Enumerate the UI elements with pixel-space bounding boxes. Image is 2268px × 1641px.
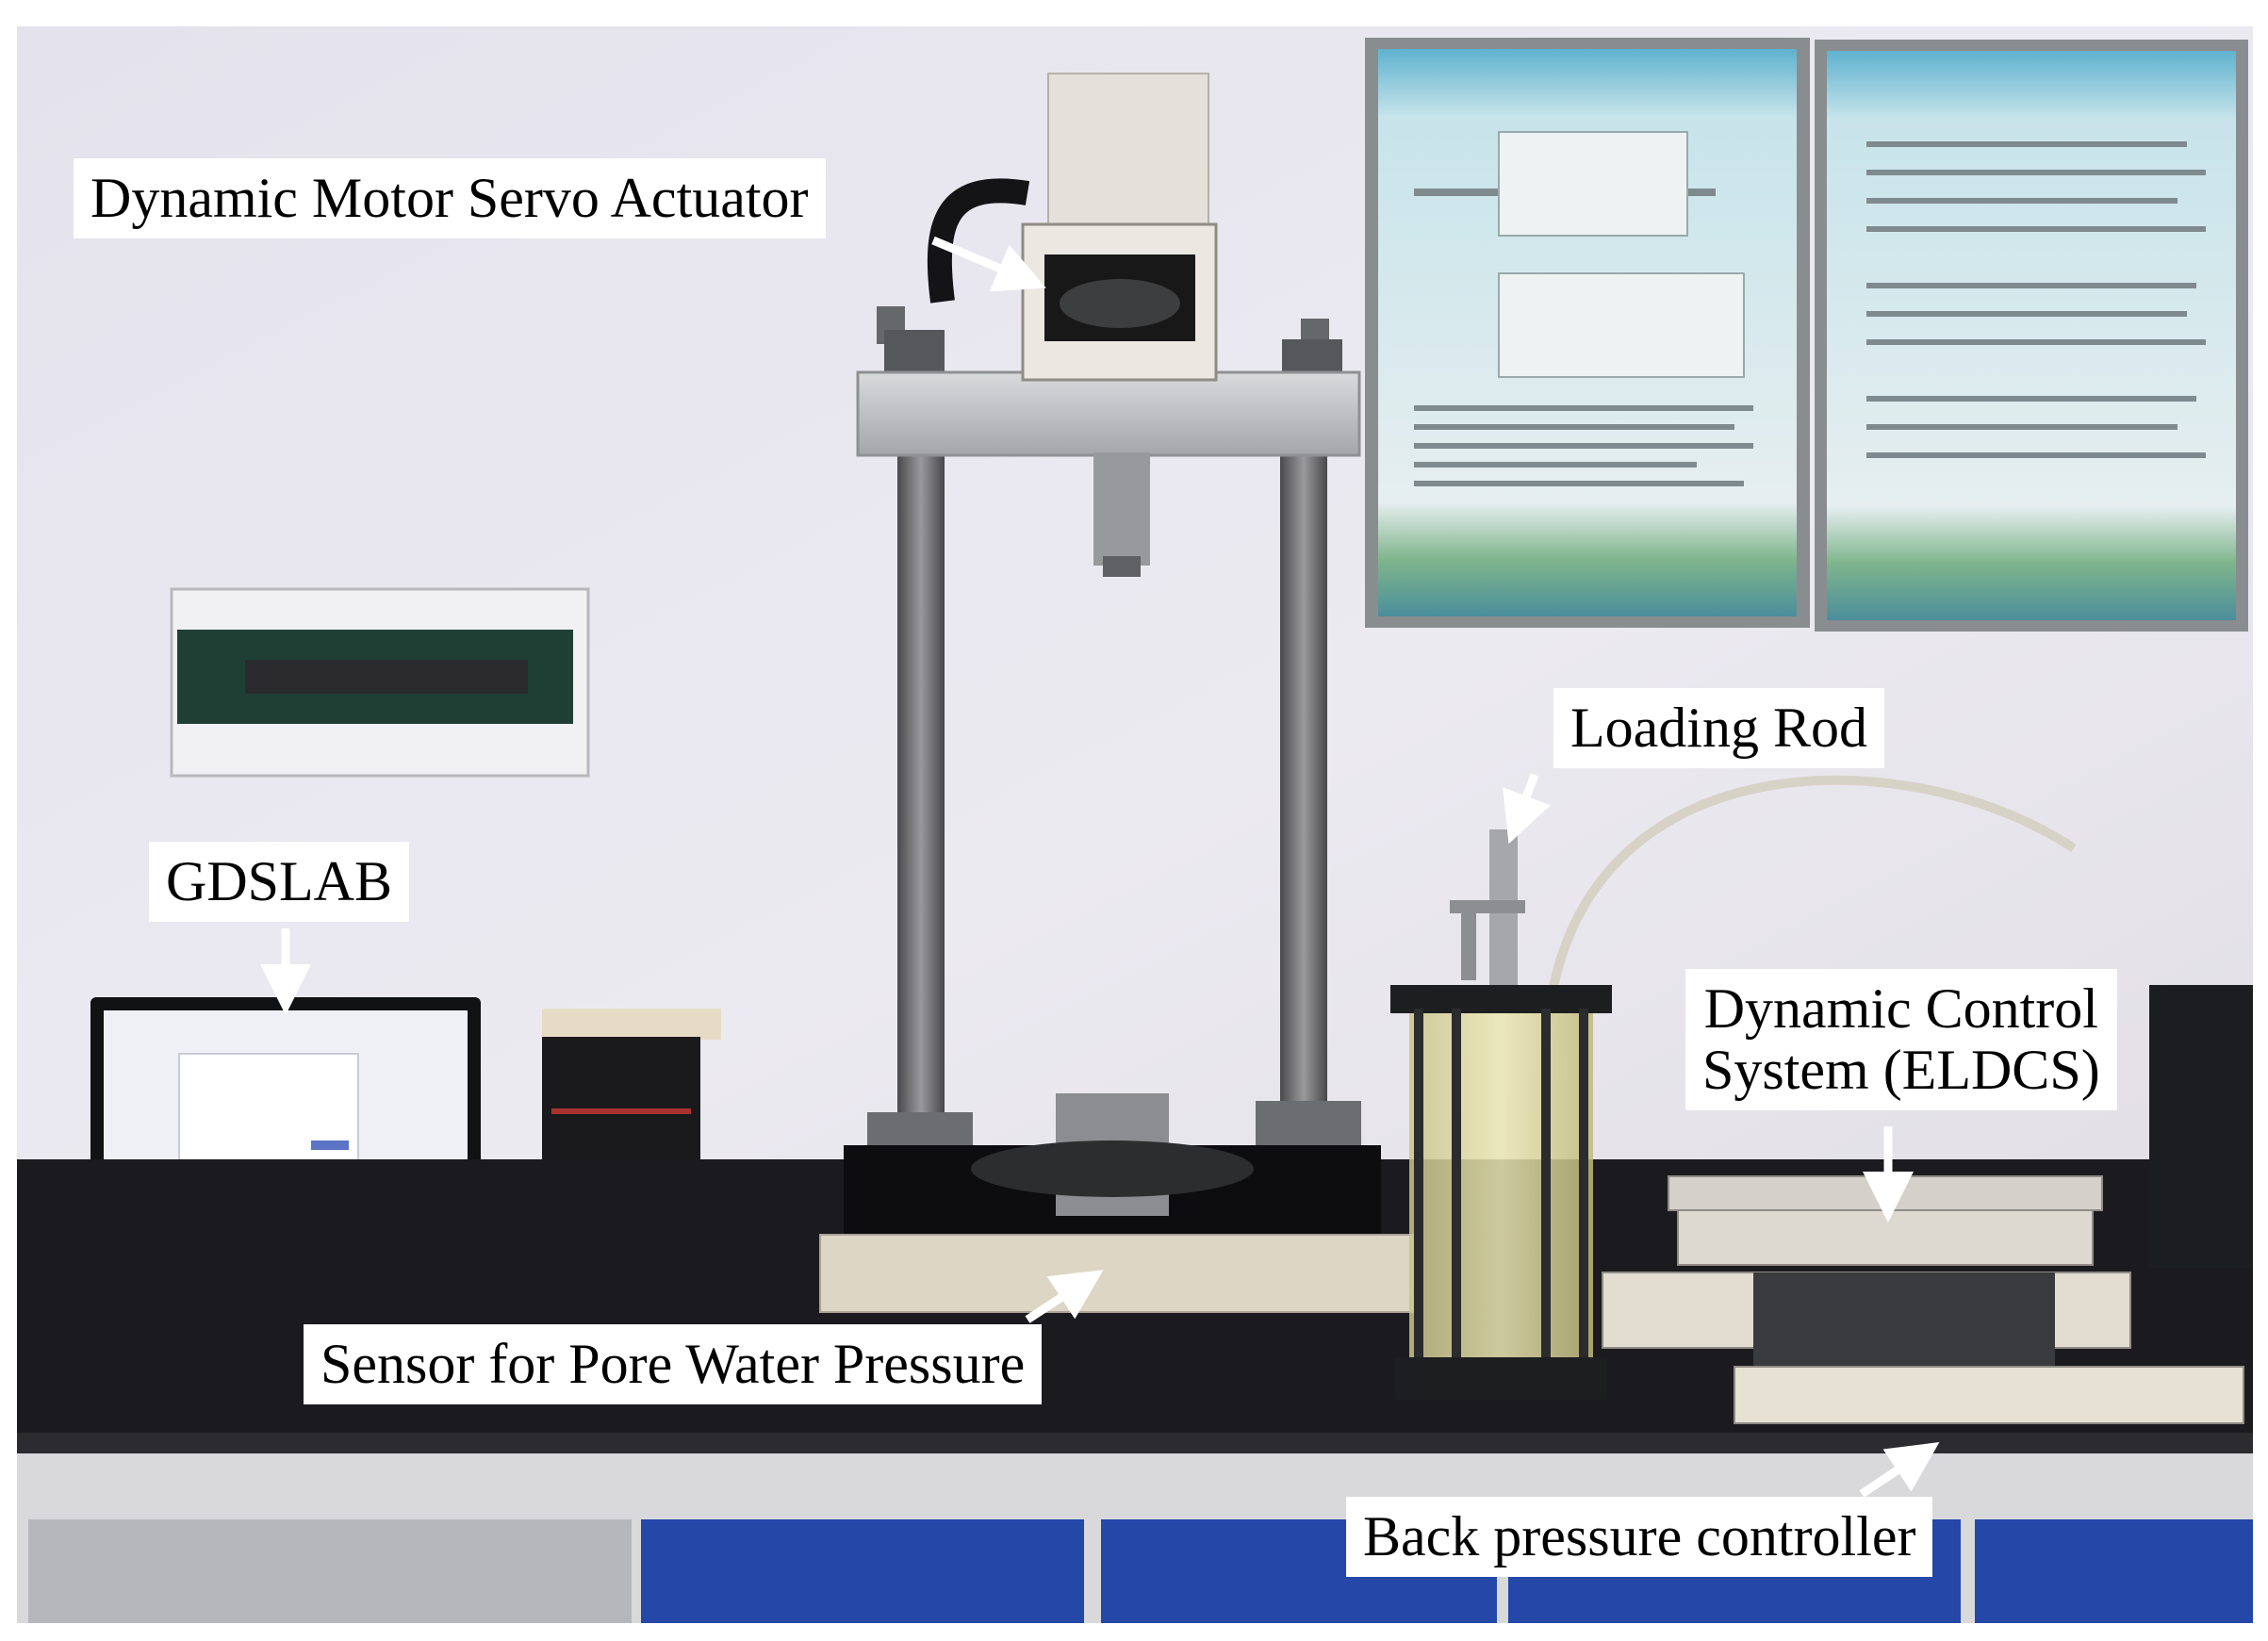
label-gdslab: GDSLAB bbox=[149, 842, 410, 922]
frame-base bbox=[819, 1093, 1415, 1313]
label-control-system: Dynamic Control System (ELDCS) bbox=[1685, 969, 2117, 1110]
arrow-pore-sensor bbox=[1025, 1270, 1104, 1323]
label-pore-sensor: Sensor for Pore Water Pressure bbox=[304, 1324, 1043, 1404]
control-electronics bbox=[1602, 985, 2253, 1424]
label-actuator: Dynamic Motor Servo Actuator bbox=[74, 158, 826, 238]
bench-edge bbox=[17, 1433, 2253, 1453]
loading-frame bbox=[856, 306, 1361, 1197]
label-loading-rod: Loading Rod bbox=[1553, 688, 1884, 768]
label-back-pressure: Back pressure controller bbox=[1346, 1497, 1933, 1577]
callout-arrows bbox=[260, 236, 1940, 1498]
wall-posters bbox=[1365, 38, 2248, 632]
arrow-loading-rod bbox=[1503, 773, 1551, 845]
triaxial-cell bbox=[1390, 829, 1612, 1400]
arrow-back-pressure bbox=[1859, 1442, 1940, 1498]
label-control-line-1: Dynamic Control bbox=[1703, 977, 2098, 1040]
label-control-line-2: System (ELDCS) bbox=[1702, 1038, 2100, 1101]
wall-electrical-panel bbox=[170, 587, 590, 778]
actuator-box bbox=[927, 73, 1218, 382]
arrow-actuator bbox=[931, 236, 1046, 292]
tube-arc bbox=[1541, 775, 2077, 1066]
